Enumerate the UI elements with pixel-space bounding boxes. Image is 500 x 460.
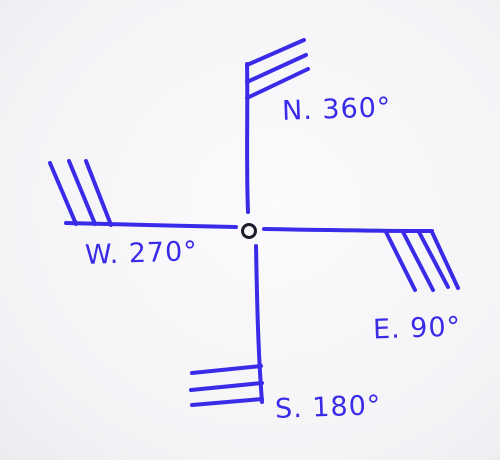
west-barb [48,159,238,229]
west-label: W. 270° [84,236,199,271]
north-staff [245,62,250,214]
north-barb [245,38,310,214]
east-flag-2 [401,230,435,292]
south-label: S. 180° [274,390,382,425]
east-flag-3 [417,230,450,289]
west-flag-2 [67,159,97,226]
center-station-circle [241,223,257,239]
east-label: E. 90° [372,311,462,346]
south-flag-2 [189,381,264,392]
west-flag-1 [48,161,78,226]
east-flag-4 [430,230,460,290]
west-staff [64,221,238,229]
east-staff [262,227,434,233]
east-flag-1 [384,230,417,292]
south-barb [189,244,264,407]
south-flag-1 [190,364,263,375]
north-flag-1 [245,38,306,67]
south-staff [254,244,264,404]
east-barb [262,227,460,292]
west-flag-3 [84,159,113,227]
north-label: N. 360° [281,92,392,127]
north-flag-2 [245,53,308,84]
south-flag-3 [190,397,264,407]
north-flag-3 [245,67,310,100]
